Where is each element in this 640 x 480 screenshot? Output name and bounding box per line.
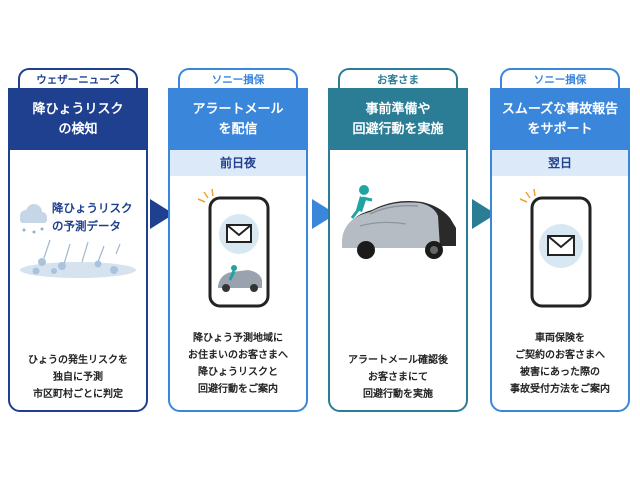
step-tab: ソニー損保 [178, 68, 298, 90]
phone-mail-illustration [519, 188, 592, 308]
step-title: 事前準備や 回避行動を実施 [330, 90, 466, 150]
step-title: スムーズな事故報告 をサポート [492, 90, 628, 150]
hail-forecast-illustration: 降ひょうリスク の予測データ [20, 201, 136, 278]
step-tab: ソニー損保 [500, 68, 620, 90]
step-card: 事前準備や 回避行動を実施 アラートメール確認後 お客さまにて 回避行動を実 [328, 88, 468, 412]
step-title: アラートメール を配信 [170, 90, 306, 150]
cloud-icon [20, 204, 47, 234]
phone-mail-illustration [197, 188, 270, 308]
arrow-right-icon [472, 199, 496, 229]
step-description: 降ひょう予測地域に お住まいのお客さまへ 降ひょうリスクと 回避行動をご案内 [188, 333, 288, 395]
hail-streaks [43, 239, 121, 265]
arrow-right-icon [312, 199, 336, 229]
step-title: 降ひょうリスク の検知 [10, 90, 146, 150]
step-card: 降ひょうリスク の検知 降ひょうリスク の予測データ ひょうの発生リス [8, 88, 148, 412]
svg-text:降ひょうリスク: 降ひょうリスク [52, 201, 133, 215]
svg-text:の予測データ: の予測データ [52, 219, 121, 233]
step-timing: 前日夜 [170, 150, 306, 176]
alert-ring-icon [519, 188, 536, 203]
step-tab: ウェザーニューズ [18, 68, 138, 90]
covered-car-illustration [342, 185, 456, 259]
hailstones [32, 258, 118, 275]
alert-ring-icon [197, 188, 214, 203]
step-description: 車両保険を ご契約のお客さまへ 被害にあった際の 事故受付方法をご案内 [510, 333, 610, 395]
ground-shadow [20, 262, 136, 278]
car-cover-icon [218, 265, 262, 292]
step-card: アラートメール を配信 前日夜 降ひょう予測地域に お住まいのお客さまへ 降ひょ… [168, 88, 308, 412]
step-tab: お客さま [338, 68, 458, 90]
step-timing: 翌日 [492, 150, 628, 176]
step-card: スムーズな事故報告 をサポート 翌日 車両保険を ご契約のお客さまへ 被害にあっ… [490, 88, 630, 412]
step-description: アラートメール確認後 お客さまにて 回避行動を実施 [348, 355, 448, 400]
step-description: ひょうの発生リスクを 独自に予測 市区町村ごとに判定 [28, 355, 128, 400]
car-cover-icon [342, 201, 456, 259]
person-icon [350, 185, 373, 219]
arrow-right-icon [150, 199, 174, 229]
